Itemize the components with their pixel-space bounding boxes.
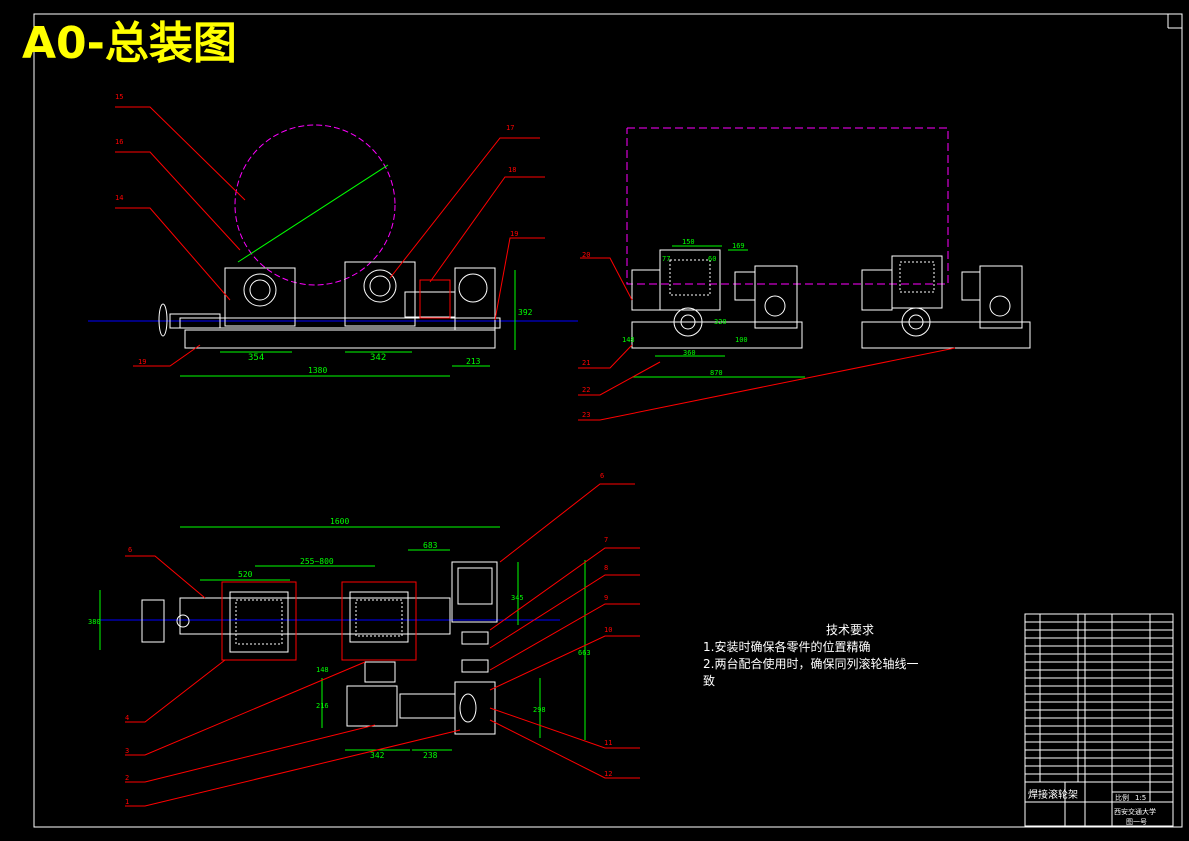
title-block-scale: 1:5: [1135, 794, 1146, 802]
dim-77: 77: [662, 255, 670, 263]
title-block-sheet: 图一号: [1126, 818, 1147, 826]
dim-870: 870: [710, 369, 723, 377]
title-block-school: 西安交通大学: [1114, 807, 1156, 816]
callout-11: 11: [604, 739, 612, 747]
callout-23: 23: [582, 411, 590, 419]
dim-213: 213: [466, 357, 481, 366]
dim-520: 520: [238, 570, 253, 579]
notes-line-2: 2.两台配合使用时，确保同列滚轮轴线一: [703, 656, 918, 671]
dim-342-top: 342: [370, 751, 385, 760]
page-title: A0-总装图: [22, 18, 237, 69]
callout-15: 15: [115, 93, 123, 101]
dim-238: 238: [423, 751, 438, 760]
callout-6: 6: [600, 472, 604, 480]
dim-150: 150: [682, 238, 695, 246]
dim-380: 380: [88, 618, 101, 626]
callout-22: 22: [582, 386, 590, 394]
callout-1: 1: [125, 798, 129, 806]
dim-100: 100: [735, 336, 748, 344]
dim-1600: 1600: [330, 517, 349, 526]
dim-663: 663: [578, 649, 591, 657]
dim-683: 683: [423, 541, 438, 550]
callout-18: 18: [508, 166, 516, 174]
title-block-scale-label: 比例: [1115, 793, 1129, 802]
callout-10: 10: [604, 626, 612, 634]
dim-216: 216: [316, 702, 329, 710]
callout-17: 17: [506, 124, 514, 132]
callout-7: 7: [604, 536, 608, 544]
callout-14: 14: [115, 194, 123, 202]
callout-2: 2: [125, 774, 129, 782]
top-view: 1600 520 255~800 683 380 345 148 216 342…: [88, 472, 640, 807]
title-block: 焊接滚轮架 比例 1:5 西安交通大学 图一号: [1024, 613, 1174, 827]
dim-298: 298: [533, 706, 546, 714]
dim-60: 60: [708, 255, 716, 263]
callout-8: 8: [604, 564, 608, 572]
drawing-border: [33, 13, 1183, 828]
title-block-name: 焊接滚轮架: [1028, 788, 1078, 801]
dim-148: 148: [622, 336, 635, 344]
dim-169: 169: [732, 242, 745, 250]
callout-16: 16: [115, 138, 123, 146]
callout-21: 21: [582, 359, 590, 367]
dim-1380: 1380: [308, 366, 327, 375]
workpiece-outline: [626, 127, 949, 285]
callout-12: 12: [604, 770, 612, 778]
diameter-line: [237, 164, 389, 263]
notes-line-3: 致: [703, 674, 715, 688]
workpiece-circle: [234, 124, 396, 286]
callout-6-left: 6: [128, 546, 132, 554]
notes-heading: 技术要求: [826, 623, 874, 637]
dim-360: 360: [683, 349, 696, 357]
dim-148-top: 148: [316, 666, 329, 674]
side-view: 150 77 60 169 148 360 870 320 100 20 21 …: [578, 127, 1031, 421]
dim-392: 392: [518, 308, 533, 317]
callout-19: 19: [510, 230, 518, 238]
notes-line-1: 1.安装时确保各零件的位置精确: [703, 639, 870, 654]
callout-9: 9: [604, 594, 608, 602]
front-view: 354 342 1380 213 392 15 16 14 19 17 18 1…: [88, 93, 578, 377]
callout-4: 4: [125, 714, 129, 722]
dim-320: 320: [714, 318, 727, 326]
callout-20: 20: [582, 251, 590, 259]
dim-354: 354: [248, 353, 264, 363]
dim-345: 345: [511, 594, 524, 602]
dim-255-800: 255~800: [300, 557, 334, 566]
callout-3: 3: [125, 747, 129, 755]
callout-13: 19: [138, 358, 146, 366]
dim-342: 342: [370, 353, 386, 363]
